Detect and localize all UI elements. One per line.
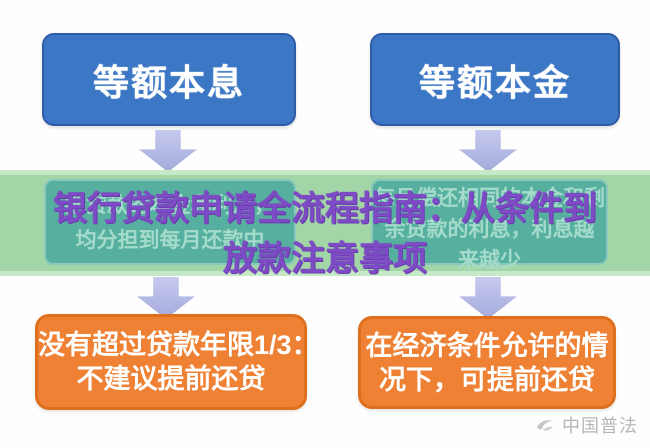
advice-line: 况下，可提前还贷	[379, 364, 595, 395]
overlay-headline-line1: 银行贷款申请全流程指南：从条件到	[53, 190, 597, 228]
down-arrow-icon	[459, 277, 517, 319]
down-arrow-icon	[139, 130, 197, 172]
node-label: 等额本金	[418, 61, 571, 103]
description-line: 余贷款的利息，利息越	[384, 218, 595, 241]
overlay-headline-line2: 放款注意事项	[223, 240, 427, 278]
node-equal-principal: 等额本金	[370, 33, 620, 126]
node-advice-no-prepay: 没有超过贷款年限1/3： 不建议提前还贷	[35, 314, 319, 410]
advice-line: 不建议提前还贷	[76, 364, 266, 394]
description-line: 把贷款的本金和利息，	[65, 194, 275, 217]
node-advice-can-prepay: 在经济条件允许的情 况下，可提前还贷	[358, 316, 616, 409]
china-pufa-logo-icon	[534, 414, 556, 436]
down-arrow-icon	[459, 130, 517, 172]
down-arrow-icon	[137, 277, 195, 319]
node-description-equal-principal: 每月偿还相同的本金和剩 余贷款的利息，利息越 来越少	[371, 179, 608, 272]
watermark: 中国普法	[534, 412, 638, 438]
description-line: 每月偿还相同的本金和剩	[374, 187, 605, 210]
node-equal-principal-and-interest: 等额本息	[42, 33, 296, 126]
advice-line: 没有超过贷款年限1/3：	[38, 330, 319, 360]
watermark-text: 中国普法	[562, 416, 638, 436]
advice-line: 在经济条件允许的情	[365, 330, 609, 361]
description-line: 均分担到每月还款中	[75, 229, 265, 252]
description-line: 来越少	[458, 249, 521, 272]
node-description-equal-installment: 把贷款的本金和利息， 均分担到每月还款中	[44, 179, 296, 265]
node-label: 等额本息	[92, 61, 245, 103]
